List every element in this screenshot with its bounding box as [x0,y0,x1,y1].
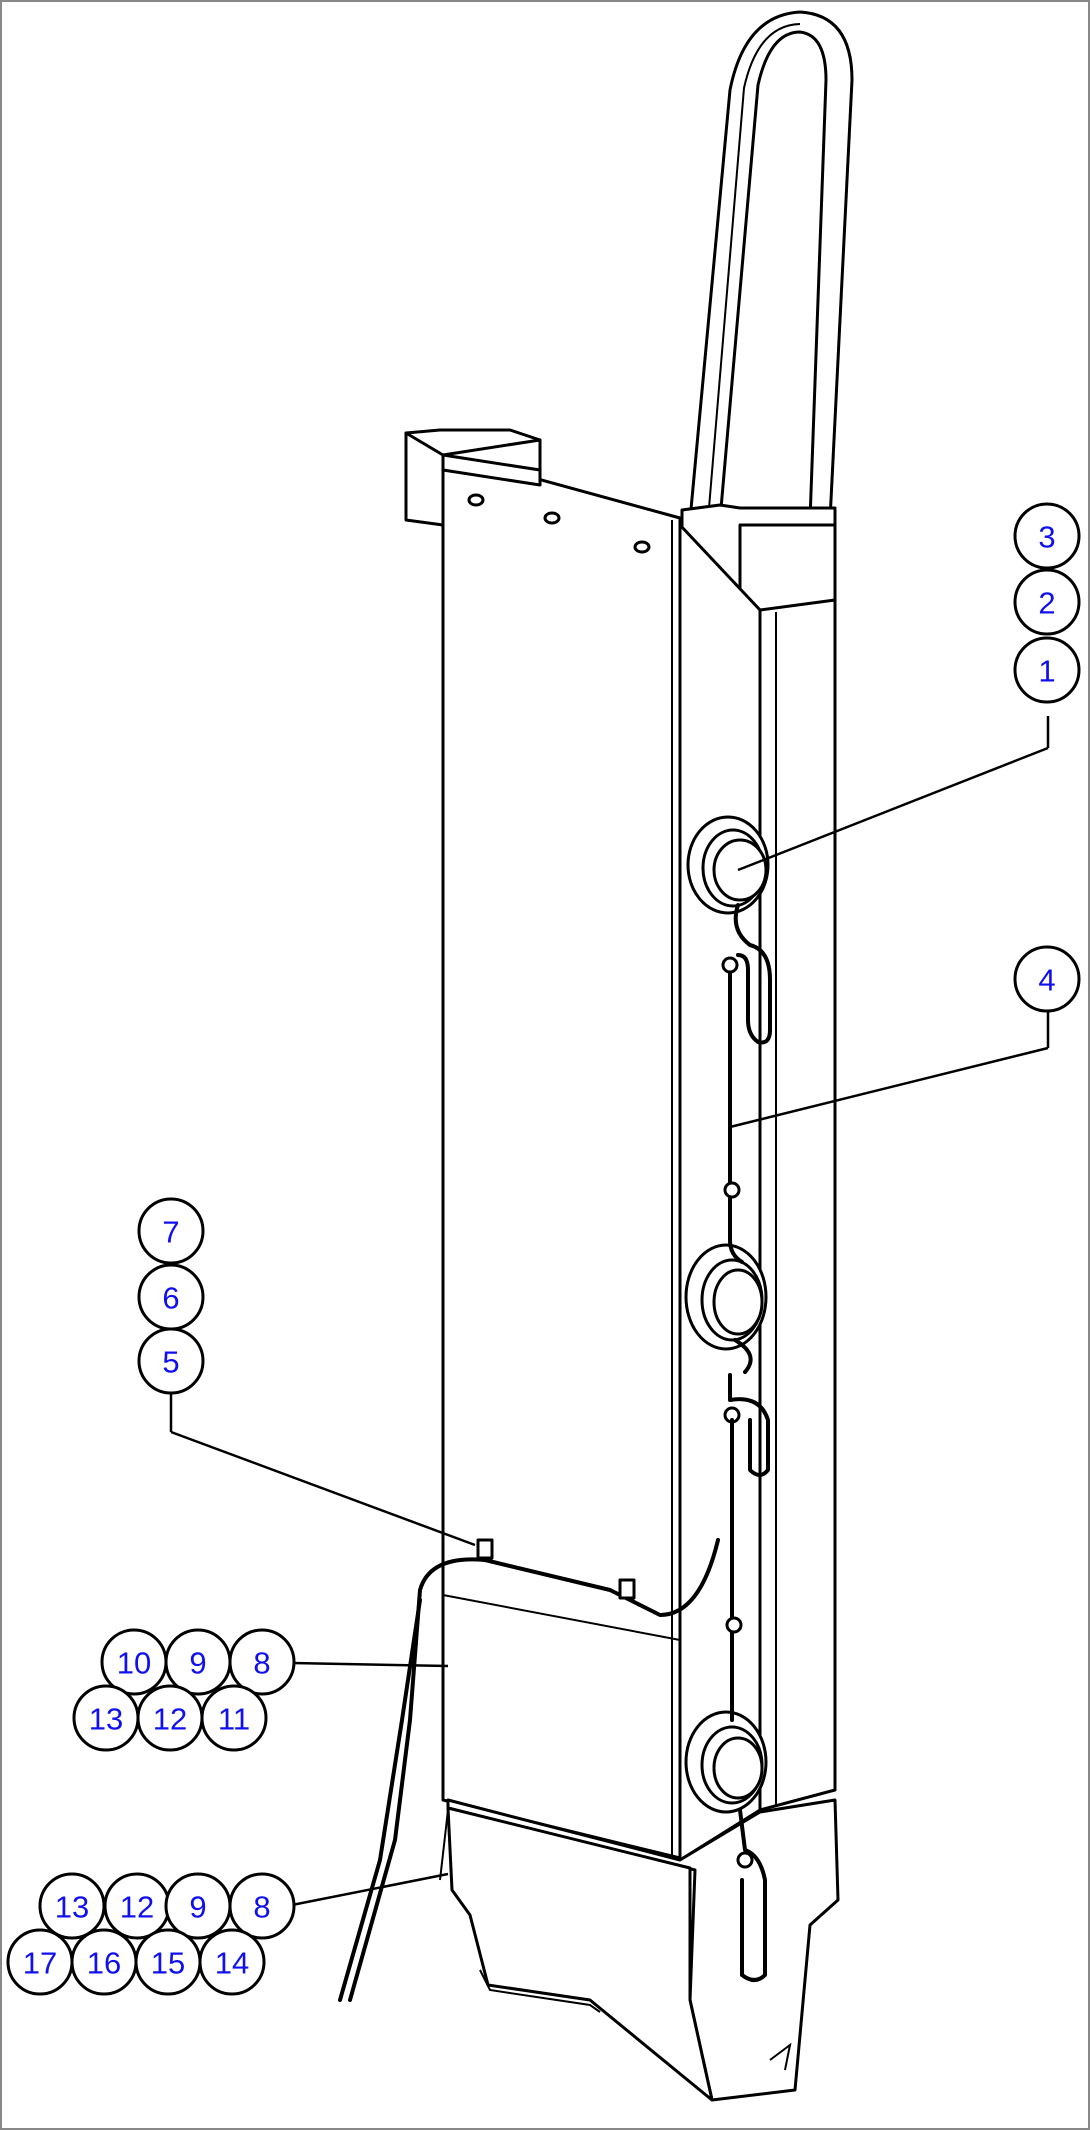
wiring-harness [338,903,772,2002]
callout-label: 9 [189,1890,206,1925]
callout-circle [1013,945,1081,1013]
callout-12: 12 [136,1684,204,1752]
callout-circle [1013,636,1081,704]
callout-label: 8 [253,1646,270,1681]
callout-label: 12 [120,1890,154,1925]
callout-17: 17 [6,1928,74,1996]
base-housing [439,1798,840,2102]
callout-9: 9 [164,1628,232,1696]
callout-3: 3 [1013,502,1081,570]
gauge-middle [684,1243,768,1351]
main-column [671,520,837,1862]
gauge-bottom [684,1710,768,1814]
callout-label: 16 [87,1946,121,1981]
callout-circle [1013,502,1081,570]
callout-14: 14 [198,1928,266,1996]
callout-label: 15 [151,1946,185,1981]
callout-1: 1 [1013,636,1081,704]
callout-10: 10 [100,1628,168,1696]
leader-8-upper [291,1661,449,1668]
callout-label: 2 [1038,586,1055,621]
rear-panel [441,451,682,1860]
callout-label: 9 [189,1646,206,1681]
callout-2: 2 [1013,568,1081,636]
handle [688,10,854,522]
callout-label: 6 [162,1281,179,1316]
callout-label: 1 [1038,654,1055,689]
callout-15: 15 [134,1928,202,1996]
callout-13: 13 [38,1872,106,1940]
top-block-left [404,428,542,527]
callout-circle [1013,568,1081,636]
callout-label: 3 [1038,520,1055,555]
leader-4 [729,1046,1049,1129]
callout-label: 7 [162,1215,179,1250]
callout-9: 9 [164,1872,232,1940]
callout-13: 13 [72,1684,140,1752]
callout-label: 5 [162,1345,179,1380]
callout-circle [228,1628,296,1696]
callout-label: 14 [215,1946,249,1981]
callout-circle [137,1197,205,1265]
callout-label: 13 [89,1702,123,1737]
callout-label: 17 [23,1946,57,1981]
callout-label: 10 [117,1646,151,1681]
callout-label: 4 [1038,963,1055,998]
callout-8: 8 [228,1628,296,1696]
callout-6: 6 [137,1263,205,1331]
callout-circle [200,1684,268,1752]
callout-circle [137,1327,205,1395]
callout-circle [198,1928,266,1996]
leader-5 [170,1430,476,1547]
callout-16: 16 [70,1928,138,1996]
callout-7: 7 [137,1197,205,1265]
leader-1 [737,746,1049,872]
gauge-top [686,815,770,915]
callout-label: 8 [253,1890,270,1925]
callout-8: 8 [228,1872,296,1940]
callout-label: 13 [55,1890,89,1925]
callout-4: 4 [1013,945,1081,1013]
callout-5: 5 [137,1327,205,1395]
callout-circle [228,1872,296,1940]
callout-12: 12 [103,1872,171,1940]
callout-label: 12 [153,1702,187,1737]
callout-11: 11 [200,1684,268,1752]
leader-8-lower [291,1872,449,1907]
callout-label: 11 [218,1702,250,1737]
